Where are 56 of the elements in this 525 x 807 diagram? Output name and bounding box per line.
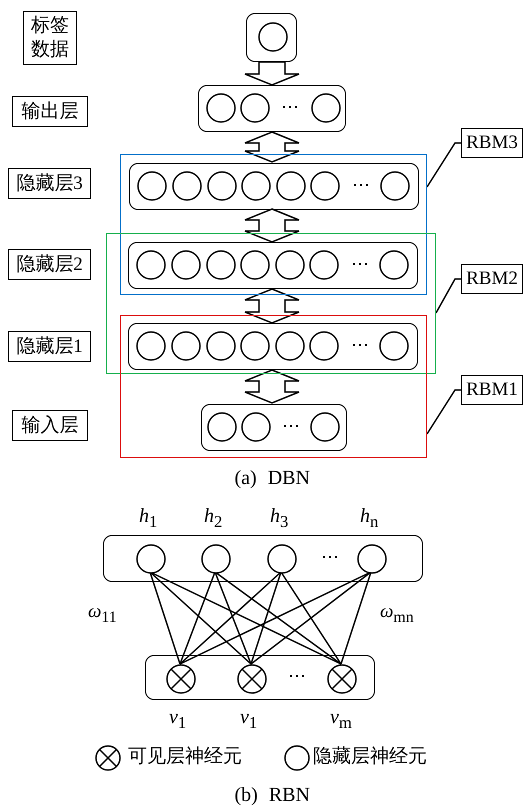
connection-line bbox=[179, 572, 216, 664]
leader-line bbox=[435, 278, 461, 314]
connection-line bbox=[149, 572, 181, 664]
legend-text: 隐藏层神经元 bbox=[313, 747, 427, 767]
block-arrow bbox=[244, 208, 300, 243]
layer-box bbox=[128, 323, 418, 370]
rbm-label: RBM2 bbox=[461, 264, 523, 294]
weight-label: ω$_{mn}$ bbox=[380, 602, 414, 628]
layer-box bbox=[129, 163, 419, 210]
connection-line bbox=[180, 571, 282, 665]
neuron-label: v$_{1}$ bbox=[169, 707, 186, 733]
connection-line bbox=[214, 572, 252, 664]
leader-line bbox=[426, 142, 461, 188]
rbm-label: RBM1 bbox=[461, 375, 523, 405]
caption: (a) DBN bbox=[234, 468, 310, 488]
neuron-label: v$_{1}$ bbox=[240, 707, 258, 733]
neuron-label: v$_{m}$ bbox=[330, 707, 352, 733]
rbm-label: RBM3 bbox=[461, 128, 523, 158]
rbm-frame bbox=[120, 315, 427, 458]
ellipsis-text: ⋯ bbox=[352, 176, 370, 194]
leader-line bbox=[426, 389, 461, 434]
layer-label: 隐藏层2 bbox=[8, 249, 91, 280]
neuron-label: h$_{1}$ bbox=[139, 506, 158, 532]
rbm-frame bbox=[120, 154, 427, 295]
rbm-frame bbox=[106, 233, 436, 374]
ellipsis-text: ⋯ bbox=[321, 548, 339, 566]
ellipsis-text: ⋯ bbox=[281, 98, 299, 116]
layer-box bbox=[246, 13, 297, 62]
caption: (b) RBN bbox=[234, 785, 310, 805]
neuron-label: h$_{n}$ bbox=[360, 506, 378, 532]
ellipsis-text: ⋯ bbox=[288, 666, 306, 684]
connection-line bbox=[214, 571, 342, 665]
connection-line bbox=[150, 571, 252, 665]
weight-label: ω$_{11}$ bbox=[88, 602, 117, 628]
block-arrow bbox=[244, 288, 300, 324]
connection-line bbox=[250, 571, 372, 665]
connection-line bbox=[340, 572, 372, 664]
ellipsis-text: ⋯ bbox=[351, 254, 369, 272]
block-arrow bbox=[244, 369, 300, 404]
layer-box bbox=[201, 404, 347, 451]
block-arrow bbox=[244, 61, 300, 86]
legend-text: 可见层神经元 bbox=[128, 747, 242, 767]
layer-label: 输入层 bbox=[12, 410, 88, 441]
ellipsis-text: ⋯ bbox=[351, 336, 369, 354]
block-arrow bbox=[244, 131, 300, 163]
connection-line bbox=[250, 572, 282, 664]
neuron-label: h$_{3}$ bbox=[270, 506, 288, 532]
layer-label: 隐藏层1 bbox=[8, 331, 91, 362]
layer-label: 标签数据 bbox=[23, 11, 77, 65]
layer-label: 输出层 bbox=[12, 96, 88, 127]
layer-label: 隐藏层3 bbox=[8, 168, 91, 199]
connection-line bbox=[280, 572, 342, 664]
neuron-label: h$_{2}$ bbox=[204, 506, 222, 532]
layer-box bbox=[198, 85, 346, 132]
layer-box bbox=[128, 242, 418, 289]
ellipsis-text: ⋯ bbox=[282, 416, 300, 434]
